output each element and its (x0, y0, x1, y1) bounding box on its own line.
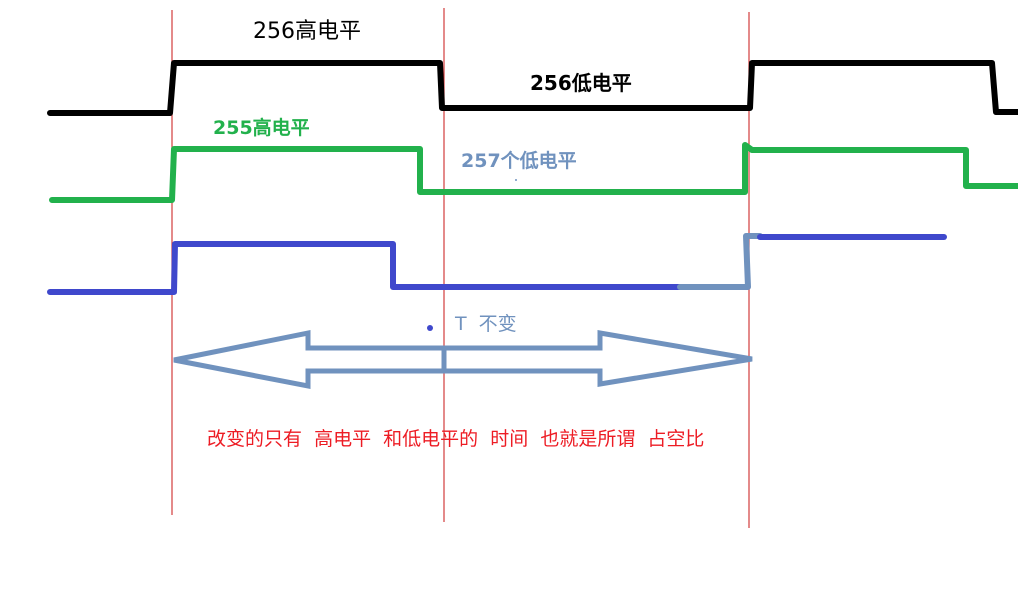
label-green-low: 257个低电平 (461, 149, 577, 172)
waveform-black (47, 60, 1018, 116)
label-black-low: 256低电平 (530, 71, 632, 95)
waveform-blue (47, 241, 683, 295)
label-period: T 不变 (454, 313, 517, 335)
caption: 改变的只有 高电平 和低电平的 时间 也就是所谓 占空比 (207, 428, 704, 450)
dot-marker-small (515, 179, 517, 181)
dot-marker (427, 325, 433, 331)
waveform-blue-steel-part (677, 233, 763, 290)
period-arrow (173, 329, 753, 390)
waveform-green (49, 142, 1018, 203)
label-black-high: 256高电平 (253, 19, 361, 44)
label-green-high: 255高电平 (213, 116, 310, 139)
guide-lines (171, 8, 750, 528)
